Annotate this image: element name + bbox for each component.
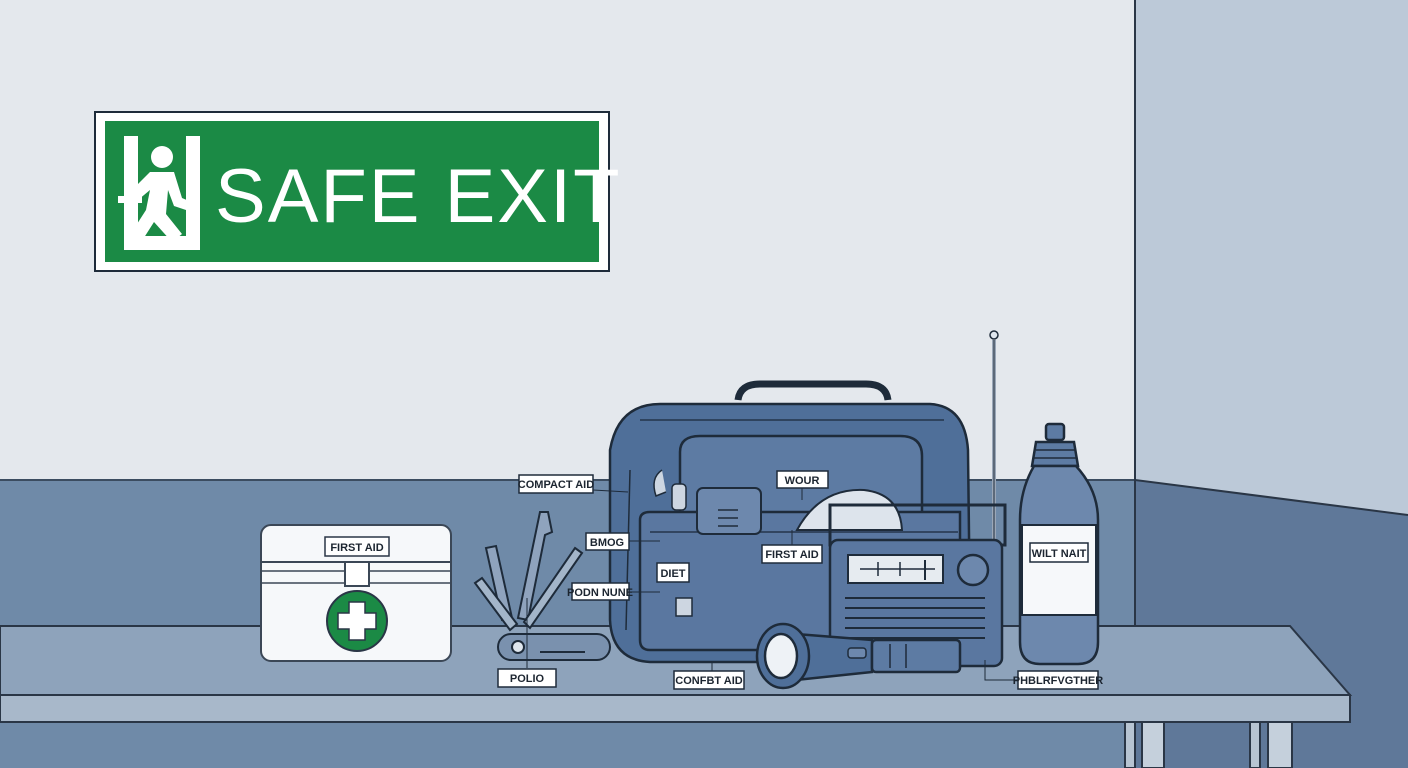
label-confbt-aid: CONFBT AID (675, 675, 742, 687)
table-edge (0, 694, 1351, 723)
label-first-aid-bag: FIRST AID (765, 549, 818, 561)
multi-tool (473, 511, 611, 661)
label-diet: DIET (660, 568, 685, 580)
label-polio: POLIO (510, 673, 545, 685)
flashlight (755, 622, 962, 690)
radio (828, 330, 1007, 668)
label-compact-aid: COMPACT AID (518, 479, 594, 491)
water-bottle (1018, 422, 1100, 666)
label-podn-nune: PODN NUNE (567, 587, 633, 599)
label-wour: WOUR (785, 475, 820, 487)
label-wilt-nait: WILT NAIT (1032, 548, 1087, 560)
table-leg (1124, 721, 1136, 768)
label-bmog: BMOG (590, 537, 624, 549)
table-leg (1267, 721, 1293, 768)
exit-sign: SAFE EXIT (94, 111, 622, 272)
table-leg (1249, 721, 1261, 768)
table-leg (1141, 721, 1165, 768)
label-first-aid-box: FIRST AID (330, 542, 383, 554)
running-person-icon (118, 136, 200, 250)
plus-cross-icon (337, 601, 377, 641)
sign-text: SAFE EXIT (215, 154, 622, 239)
first-aid-box: FIRST AID (260, 524, 452, 662)
label-phblrfvgther: PHBLRFVGTHER (1013, 675, 1104, 687)
